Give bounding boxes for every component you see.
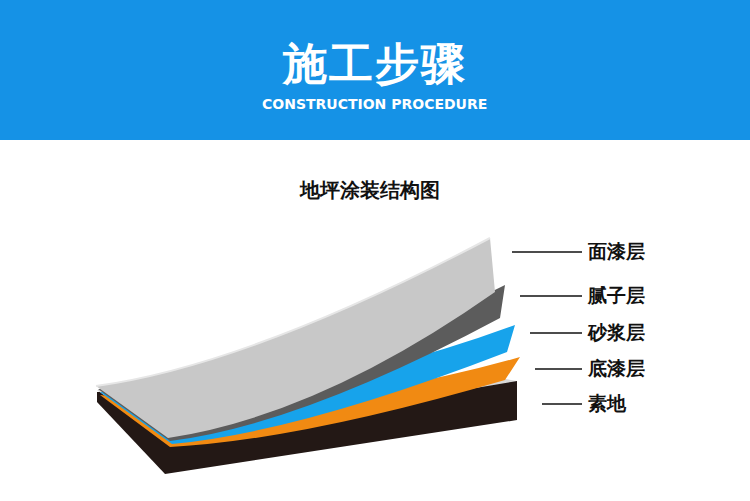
layer-label: 素地: [588, 391, 626, 417]
layer-label: 底漆层: [588, 356, 645, 382]
leader-line: [512, 251, 582, 253]
leader-line: [520, 295, 582, 297]
layer-label: 腻子层: [588, 283, 645, 309]
banner-subtitle: CONSTRUCTION PROCEDURE: [262, 96, 487, 112]
banner-title: 施工步骤: [283, 35, 467, 94]
diagram-heading: 地坪涂装结构图: [300, 177, 440, 204]
leader-line: [535, 368, 582, 370]
topcoat-layer: [96, 238, 495, 438]
leader-lines: [512, 252, 582, 404]
layer-label: 面漆层: [588, 239, 645, 265]
leader-line: [542, 403, 582, 405]
topcoat-edge: [96, 238, 490, 386]
leader-line: [530, 332, 582, 334]
layer-label: 砂浆层: [588, 320, 645, 346]
